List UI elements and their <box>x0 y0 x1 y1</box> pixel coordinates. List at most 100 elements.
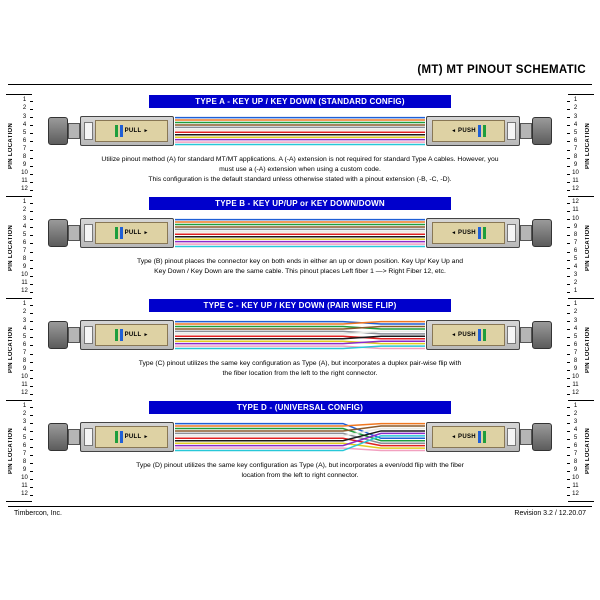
pin-number: 2 <box>17 309 33 316</box>
push-label: PUSH <box>458 128 476 134</box>
fiber-violet <box>175 432 425 447</box>
fiber-ribbon <box>175 422 425 452</box>
push-arrow-icon: ◄ <box>451 433 457 440</box>
pin-number: 10 <box>17 475 33 482</box>
pin-number: 9 <box>567 224 583 231</box>
pin-number: 10 <box>17 170 33 177</box>
type-c-cable-assembly: PULL ► ◄ PUSH <box>32 315 568 355</box>
push-arrow-icon: ◄ <box>451 127 457 134</box>
type-b-description: Type (B) pinout places the connector key… <box>136 258 464 276</box>
company-name: Timbercon, Inc. <box>14 510 62 517</box>
pin-number: 8 <box>567 459 583 466</box>
pin-number: 9 <box>567 162 583 169</box>
pin-number: 4 <box>17 326 33 333</box>
pin-number: 3 <box>17 216 33 223</box>
pin-number: 3 <box>567 272 583 279</box>
left-pinface <box>84 224 93 242</box>
left-endcap <box>48 423 68 451</box>
label-stripe-green <box>114 125 118 137</box>
fiber-aqua <box>175 435 425 452</box>
left-mtp-connector: PULL ► <box>80 218 174 248</box>
left-mtp-connector: PULL ► <box>80 116 174 146</box>
pin-number: 5 <box>567 435 583 442</box>
type-a-cable-assembly: PULL ► ◄ PUSH <box>32 111 568 151</box>
pin-number: 8 <box>567 358 583 365</box>
pin-number: 6 <box>17 240 33 247</box>
pin-number: 11 <box>567 382 583 389</box>
right-pinface <box>507 326 516 344</box>
label-stripe-blue <box>477 125 481 137</box>
type-b-cable-assembly: PULL ► ◄ PUSH <box>32 213 568 253</box>
pin-location-label: PIN LOCATION <box>585 122 591 169</box>
type-d-title: TYPE D - (UNIVERSAL CONFIG) <box>236 403 364 412</box>
fiber-white <box>175 330 425 335</box>
pin-number: 4 <box>567 427 583 434</box>
left-pinface <box>84 326 93 344</box>
pin-number: 10 <box>17 374 33 381</box>
left-connector-label: PULL ► <box>95 120 168 142</box>
pin-location-label: PIN LOCATION <box>8 224 14 271</box>
page-title: (MT) MT PINOUT SCHEMATIC <box>417 64 586 76</box>
push-label: PUSH <box>458 434 476 440</box>
left-ferrule <box>68 225 80 241</box>
pin-number: 5 <box>17 130 33 137</box>
pin-number: 1 <box>17 97 33 104</box>
pin-number: 9 <box>17 162 33 169</box>
pin-number: 10 <box>567 475 583 482</box>
pin-number: 10 <box>17 272 33 279</box>
left-connector-label: PULL ► <box>95 324 168 346</box>
pin-number: 2 <box>567 280 583 287</box>
push-label: PUSH <box>458 332 476 338</box>
type-c-description: Type (C) pinout utilizes the same key co… <box>138 360 462 378</box>
pin-number: 6 <box>567 248 583 255</box>
pin-number: 1 <box>567 301 583 308</box>
right-connector-label: ◄ PUSH <box>432 120 505 142</box>
fiber-violet <box>175 340 425 345</box>
right-connector-label: ◄ PUSH <box>432 426 505 448</box>
push-arrow-icon: ◄ <box>451 229 457 236</box>
pin-number: 1 <box>567 97 583 104</box>
pin-number: 1 <box>567 403 583 410</box>
left-pinface <box>84 122 93 140</box>
label-stripe-blue <box>119 329 123 341</box>
pin-number: 3 <box>17 419 33 426</box>
left-connector-label: PULL ► <box>95 426 168 448</box>
pin-number: 5 <box>17 334 33 341</box>
fiber-black <box>175 430 425 442</box>
pin-number: 4 <box>17 122 33 129</box>
pin-number: 2 <box>567 105 583 112</box>
push-arrow-icon: ◄ <box>451 331 457 338</box>
pin-number: 1 <box>17 403 33 410</box>
pin-number: 6 <box>17 342 33 349</box>
pin-number: 11 <box>17 178 33 185</box>
pin-location-label: PIN LOCATION <box>585 326 591 373</box>
left-endcap <box>48 321 68 349</box>
pin-number: 6 <box>567 443 583 450</box>
right-endcap <box>532 219 552 247</box>
fiber-white <box>175 427 425 437</box>
pin-number: 2 <box>17 207 33 214</box>
pin-number: 4 <box>17 427 33 434</box>
left-ferrule <box>68 429 80 445</box>
pin-number: 1 <box>567 288 583 295</box>
label-stripe-blue <box>119 431 123 443</box>
pin-number: 3 <box>17 114 33 121</box>
fiber-orange <box>175 320 425 325</box>
fiber-ribbon <box>175 116 425 146</box>
label-stripe-blue <box>477 227 481 239</box>
right-connector-label: ◄ PUSH <box>432 222 505 244</box>
type-b-title-bar: TYPE B - KEY UP/UP or KEY DOWN/DOWN <box>149 197 451 210</box>
pin-number: 4 <box>567 326 583 333</box>
fiber-orange <box>175 422 425 427</box>
pin-number: 12 <box>17 288 33 295</box>
pin-number: 5 <box>17 232 33 239</box>
